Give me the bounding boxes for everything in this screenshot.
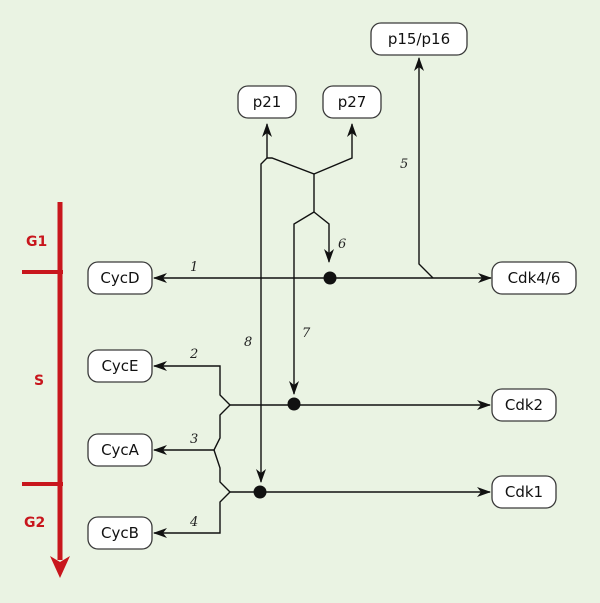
node-cycd: CycD bbox=[87, 261, 153, 295]
node-label-cyce: CycE bbox=[101, 357, 138, 375]
phase-axis-arrowhead bbox=[50, 556, 70, 578]
node-cdk46: Cdk4/6 bbox=[491, 261, 577, 295]
node-p15p16: p15/p16 bbox=[370, 22, 468, 56]
node-cdk1: Cdk1 bbox=[491, 475, 557, 509]
node-p21: p21 bbox=[237, 85, 297, 119]
edge-label-6: 6 bbox=[338, 237, 346, 252]
edge-cycE bbox=[153, 361, 231, 406]
node-label-p27: p27 bbox=[338, 93, 367, 111]
fork-left bbox=[267, 157, 315, 212]
connections bbox=[153, 57, 492, 538]
edge-label-3: 3 bbox=[190, 432, 198, 447]
node-label-cycd: CycD bbox=[100, 269, 139, 287]
node-label-cycb: CycB bbox=[101, 524, 139, 542]
node-label-cdk2: Cdk2 bbox=[505, 396, 543, 414]
node-label-p21: p21 bbox=[253, 93, 282, 111]
edge-cycA bbox=[153, 404, 231, 455]
edge-label-1: 1 bbox=[190, 260, 198, 275]
edge-label-5: 5 bbox=[400, 157, 408, 172]
edge-cycA-lower bbox=[213, 449, 231, 493]
junction-cdk46 bbox=[323, 271, 337, 285]
junction-dots bbox=[253, 271, 337, 499]
node-label-p15p16: p15/p16 bbox=[388, 30, 450, 48]
node-label-cyca: CycA bbox=[101, 441, 140, 459]
edge-8-down bbox=[256, 157, 268, 483]
edge-cycB bbox=[153, 491, 231, 538]
node-cdk2: Cdk2 bbox=[491, 388, 557, 422]
junction-cdk2 bbox=[287, 397, 301, 411]
node-label-cdk46: Cdk4/6 bbox=[508, 269, 561, 287]
edge-p15p16 bbox=[414, 57, 434, 279]
node-cyce: CycE bbox=[87, 349, 153, 383]
node-label-cdk1: Cdk1 bbox=[505, 483, 543, 501]
phase-label-g1: G1 bbox=[26, 234, 47, 250]
edge-label-7: 7 bbox=[302, 326, 311, 341]
edge-p27 bbox=[313, 123, 357, 175]
edge-labels: 1 2 3 4 5 6 7 8 bbox=[189, 157, 408, 530]
edge-6 bbox=[313, 211, 334, 263]
edge-label-8: 8 bbox=[244, 335, 252, 350]
edge-7 bbox=[289, 211, 315, 395]
cell-cycle-phase-bar: G1 S G2 bbox=[22, 202, 70, 578]
node-cyca: CycA bbox=[87, 433, 153, 467]
edge-label-4: 4 bbox=[189, 515, 198, 530]
node-cycb: CycB bbox=[87, 516, 153, 550]
phase-label-g2: G2 bbox=[24, 515, 45, 531]
phase-label-s: S bbox=[34, 373, 44, 389]
edge-label-2: 2 bbox=[189, 347, 198, 362]
node-p27: p27 bbox=[322, 85, 382, 119]
junction-cdk1 bbox=[253, 485, 267, 499]
